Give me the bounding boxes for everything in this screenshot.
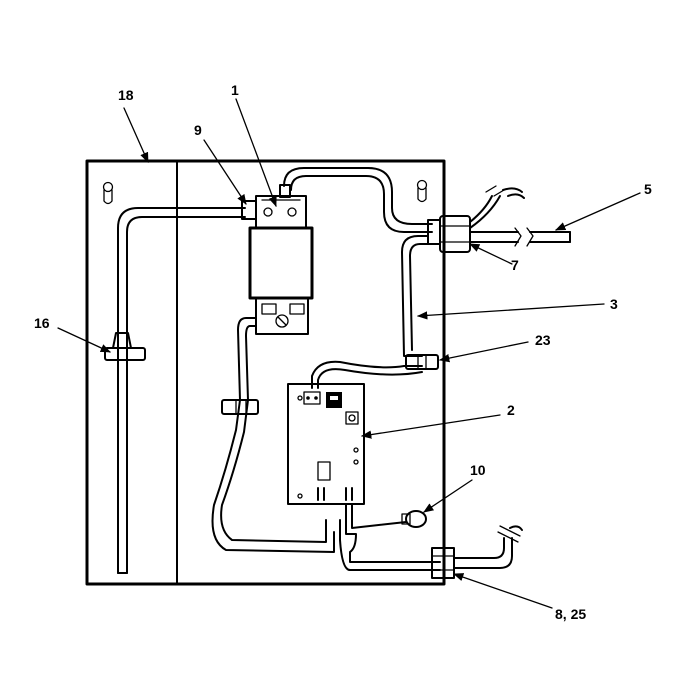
enclosure-panel xyxy=(85,159,446,586)
grommet-top xyxy=(427,215,471,253)
leader-lines xyxy=(57,98,641,609)
leader-3 xyxy=(416,303,605,320)
leader-7 xyxy=(469,243,513,265)
temperature-sensor xyxy=(401,510,427,528)
leader-10 xyxy=(423,479,473,513)
callout-18: 18 xyxy=(118,87,134,103)
callout-labels: 18 1 9 5 7 3 23 2 16 10 8, 25 xyxy=(34,82,652,622)
callout-1: 1 xyxy=(231,82,239,98)
cable-clip xyxy=(405,354,439,370)
callout-2: 2 xyxy=(507,402,515,418)
callout-16: 16 xyxy=(34,315,50,331)
grommet-bottom xyxy=(431,525,523,579)
left-tube xyxy=(117,207,246,574)
callout-23: 23 xyxy=(535,332,551,348)
keyhole-slot-right xyxy=(416,179,428,203)
upper-tube xyxy=(283,167,433,233)
solenoid-valve xyxy=(241,184,314,335)
callout-5: 5 xyxy=(644,181,652,197)
callout-9: 9 xyxy=(194,122,202,138)
leader-2 xyxy=(360,414,501,439)
leader-16 xyxy=(57,327,111,353)
circuit-board xyxy=(287,383,365,505)
tube-three xyxy=(311,235,429,389)
leader-9 xyxy=(203,139,247,205)
callout-3: 3 xyxy=(610,296,618,312)
keyhole-slot-left xyxy=(102,181,114,205)
leader-8-25 xyxy=(453,573,553,609)
leader-18 xyxy=(123,107,149,163)
callout-8-25: 8, 25 xyxy=(555,606,586,622)
sensor-wire xyxy=(339,503,441,571)
leader-5 xyxy=(555,192,641,231)
valve-wire xyxy=(211,317,335,553)
leader-23 xyxy=(438,341,529,363)
external-cable xyxy=(469,185,571,247)
callout-10: 10 xyxy=(470,462,486,478)
tube-clip xyxy=(104,332,146,361)
leader-1 xyxy=(235,98,277,207)
callout-7: 7 xyxy=(511,257,519,273)
